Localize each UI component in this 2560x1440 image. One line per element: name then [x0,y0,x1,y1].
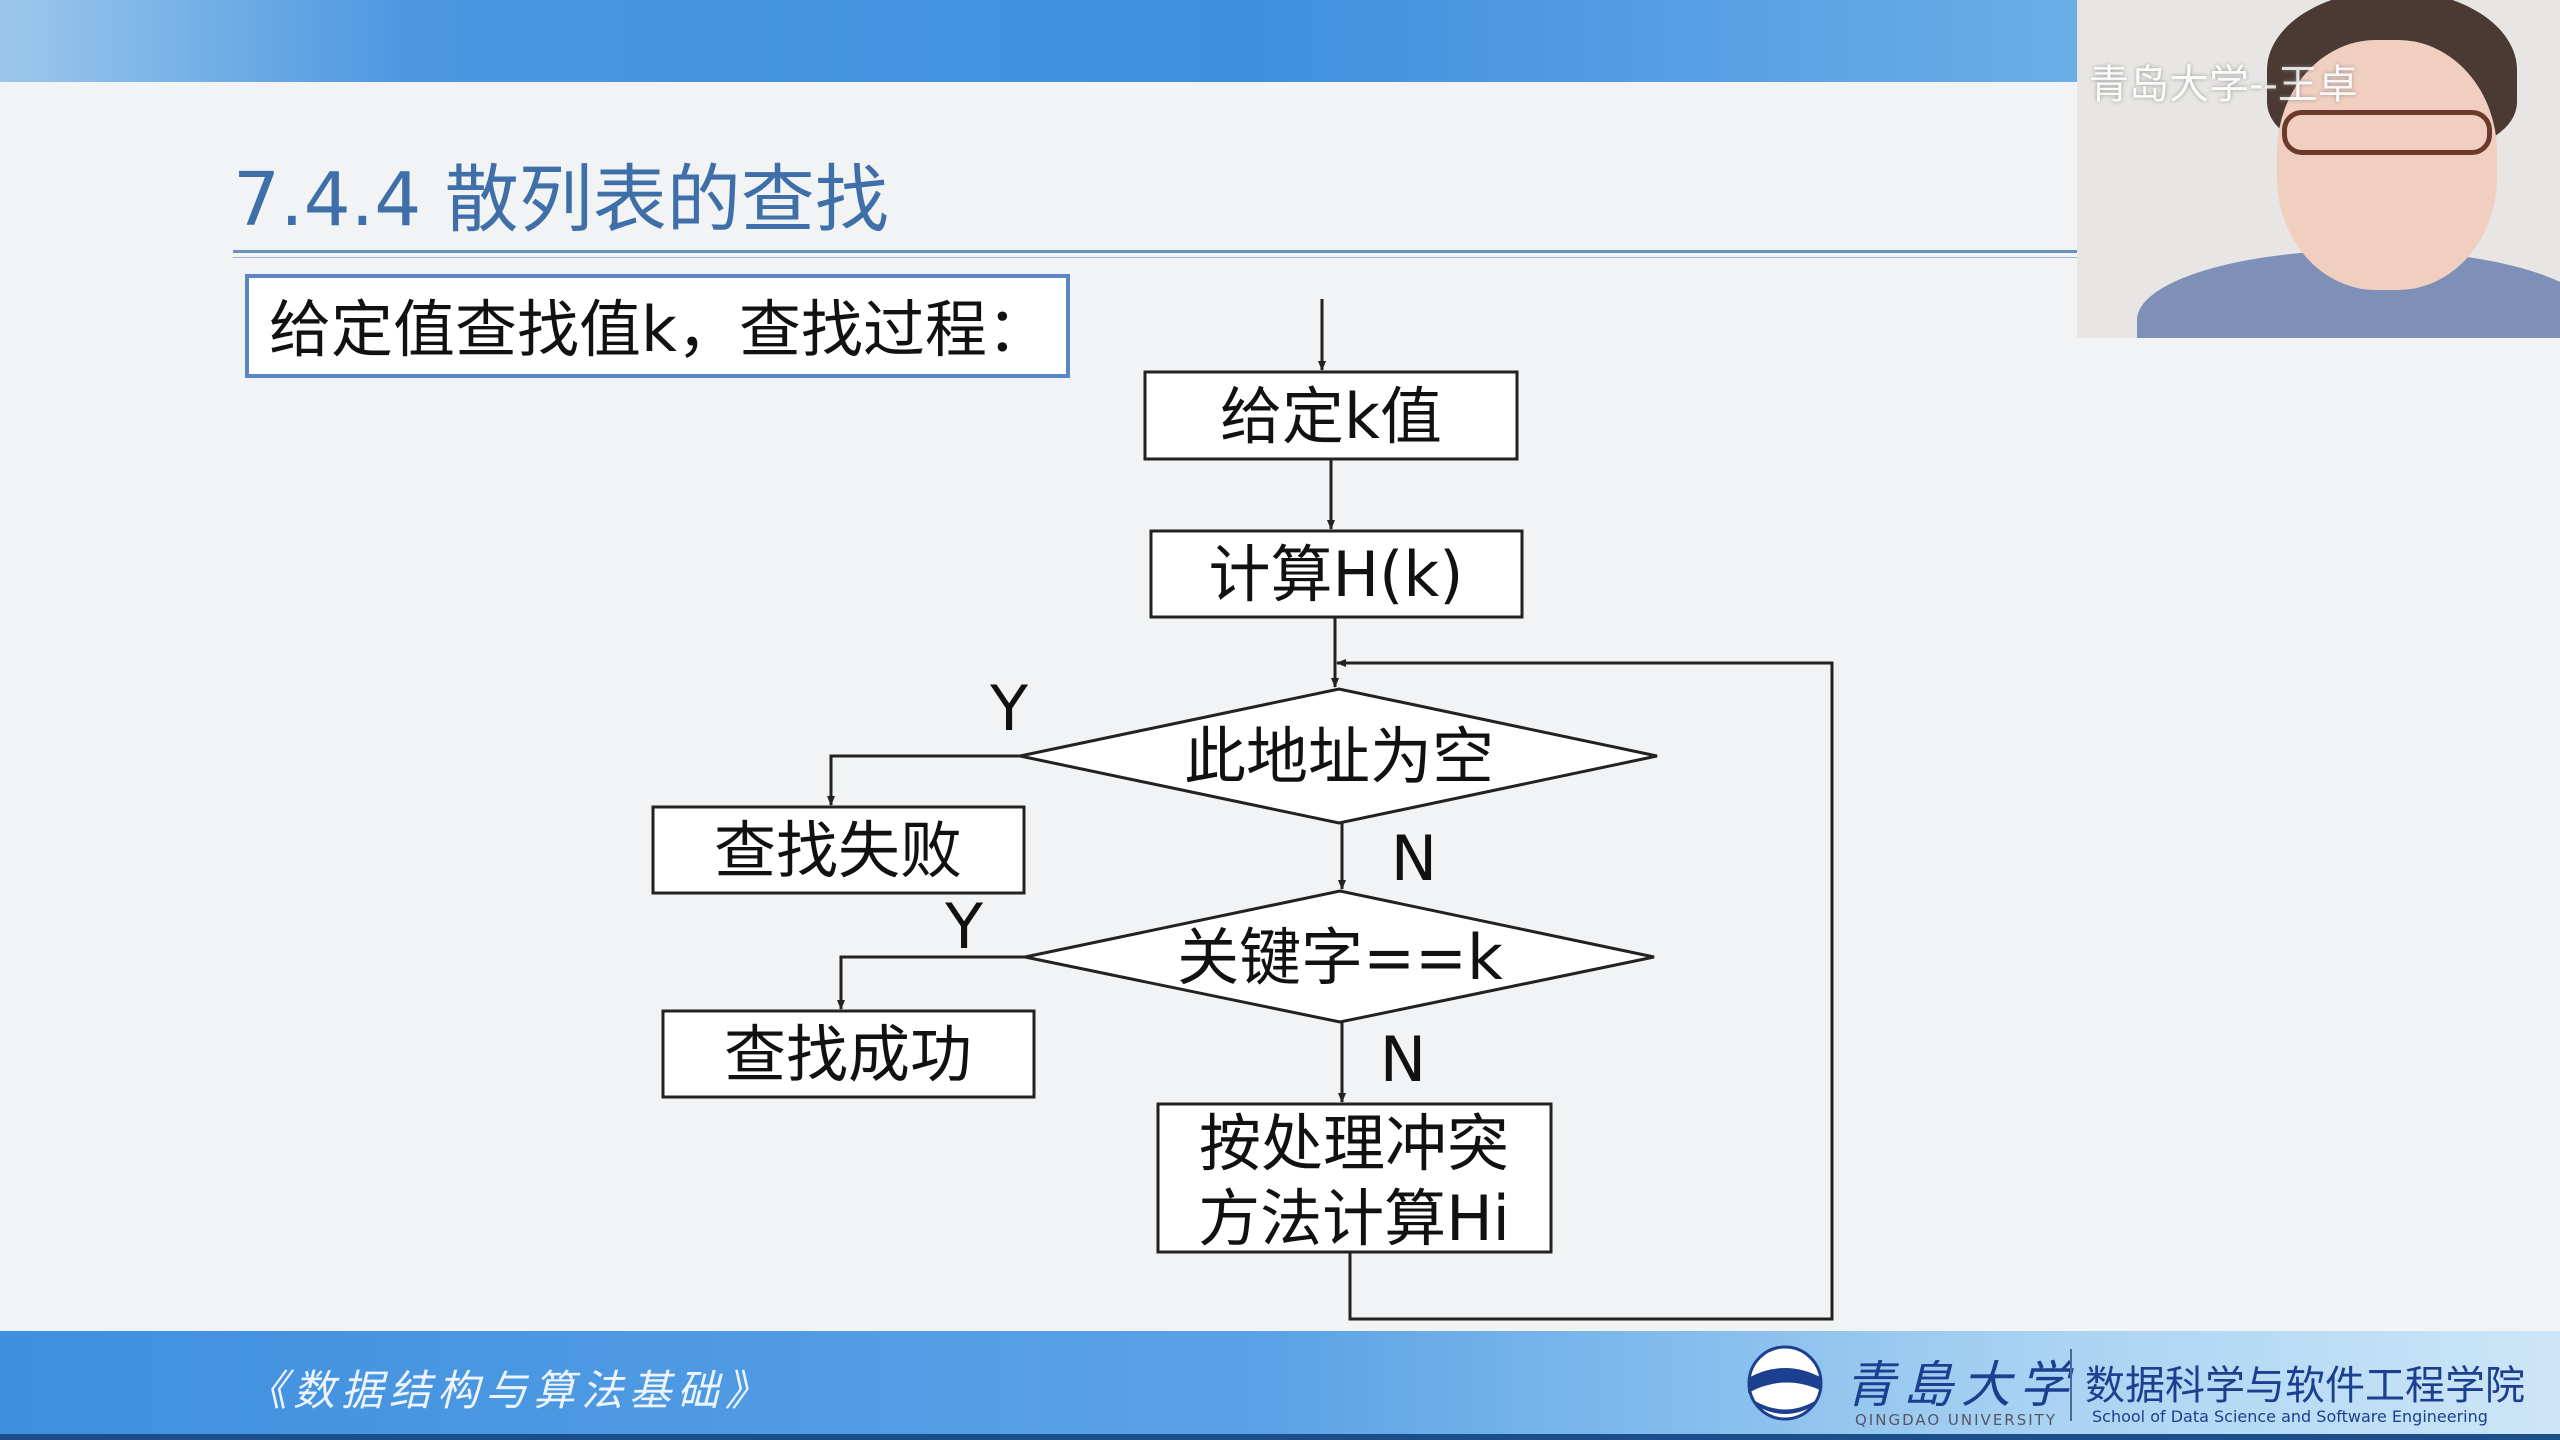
compute-label: 计算H(k) [1209,538,1464,611]
diamond-empty [1019,687,1658,825]
yes-label-1: Y [989,672,1028,745]
resolve-label-1: 按处理冲突 [1199,1107,1509,1180]
presenter-face [2277,40,2497,290]
university-name-en: QINGDAO UNIVERSITY [1855,1411,2057,1429]
title-divider [233,250,2077,253]
box-compute [1149,529,1524,619]
key-label: 关键字==k [1177,921,1503,994]
no-label-1: N [1391,822,1437,895]
box-success [661,1009,1036,1099]
course-title: 《数据结构与算法基础》 [245,1366,774,1415]
yes-label-2: Y [944,890,983,963]
university-name: 青島大学 [1845,1356,2077,1414]
fail-label: 查找失败 [714,814,962,887]
success-label: 查找成功 [724,1018,972,1091]
arrow-fail [827,754,1020,806]
diamond-key [1024,889,1655,1024]
footer-divider [2070,1349,2072,1421]
start-label: 给定k值 [1220,380,1442,453]
footer-banner: 《数据结构与算法基础》 青島大学 QINGDAO UNIVERSITY 数据科学… [0,1331,2560,1440]
university-logo-icon [1747,1345,1823,1421]
box-start [1143,370,1519,461]
slide-title: 7.4.4 散列表的查找 [233,157,889,243]
no-label-2: N [1380,1023,1426,1096]
loop-back-arrow [1336,659,1834,1321]
glasses-icon [2282,110,2492,155]
box-fail [651,805,1026,895]
top-banner [0,0,2077,82]
empty-label: 此地址为空 [1184,720,1494,793]
webcam-overlay: 青岛大学--王卓 [2077,0,2560,338]
arrow-success [837,955,1025,1010]
school-name: 数据科学与软件工程学院 [2085,1363,2525,1409]
resolve-label-2: 方法计算Hi [1198,1182,1510,1255]
watermark: 青岛大学--王卓 [2089,62,2358,108]
intro-box: 给定值查找值k，查找过程： [245,274,1070,378]
school-name-en: School of Data Science and Software Engi… [2092,1407,2488,1426]
title-divider-thin [233,257,2077,258]
box-resolve [1156,1102,1553,1254]
